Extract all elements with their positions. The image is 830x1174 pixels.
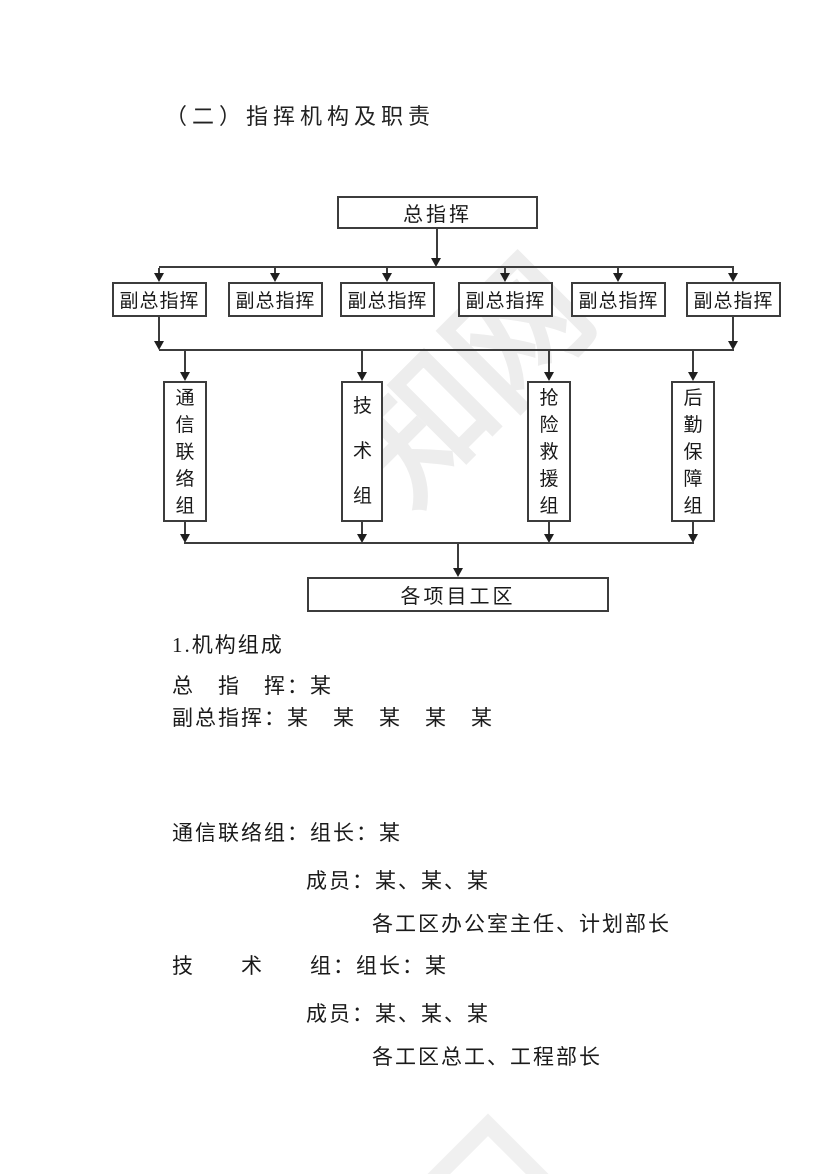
connector-line: [274, 268, 276, 274]
connector-line: [436, 228, 438, 259]
chart-box-group-technical: 技术组: [341, 381, 383, 522]
connector-line: [184, 522, 186, 535]
connector-line: [692, 522, 694, 535]
connector-line: [617, 268, 619, 274]
chart-box-group-rescue: 抢险救援组: [527, 381, 571, 522]
arrow-down-icon: [544, 534, 554, 543]
arrow-down-icon: [453, 568, 463, 577]
chart-box-deputy-1: 副总指挥: [112, 282, 207, 317]
arrow-down-icon: [180, 534, 190, 543]
chart-box-group-logistics: 后勤保障组: [671, 381, 715, 522]
connector-line: [361, 522, 363, 535]
arrow-down-icon: [688, 534, 698, 543]
chart-box-deputy-3: 副总指挥: [340, 282, 435, 317]
commander-assignment-line: 总 指 挥：某: [172, 674, 333, 698]
connector-line: [548, 522, 550, 535]
connector-rail-1: [159, 266, 734, 268]
communication-group-members-line: 成员：某、某、某: [306, 869, 490, 893]
chart-box-deputy-6: 副总指挥: [686, 282, 781, 317]
connector-rail-3: [184, 542, 694, 544]
chart-box-group-communication: 通信联络组: [163, 381, 207, 522]
section-title: （二）指挥机构及职责: [165, 104, 436, 129]
technical-group-members-line: 成员：某、某、某: [306, 1002, 490, 1026]
arrow-down-icon: [728, 341, 738, 350]
arrow-down-icon: [154, 273, 164, 282]
connector-line: [158, 268, 160, 274]
subsection-heading: 1.机构组成: [172, 633, 284, 657]
communication-group-members-line-2: 各工区办公室主任、计划部长: [372, 912, 671, 936]
chart-box-deputy-5: 副总指挥: [571, 282, 666, 317]
connector-line: [158, 317, 160, 342]
deputy-assignment-line: 副总指挥：某 某 某 某 某: [172, 706, 494, 730]
connector-line: [548, 351, 550, 373]
arrow-down-icon: [688, 372, 698, 381]
connector-line: [361, 351, 363, 373]
arrow-down-icon: [357, 534, 367, 543]
arrow-down-icon: [382, 273, 392, 282]
connector-line: [732, 268, 734, 274]
connector-line: [692, 351, 694, 373]
arrow-down-icon: [500, 273, 510, 282]
communication-group-leader-line: 通信联络组：组长：某: [172, 821, 402, 845]
chart-box-deputy-2: 副总指挥: [228, 282, 323, 317]
arrow-down-icon: [613, 273, 623, 282]
technical-group-leader-line: 技 术 组：组长：某: [172, 954, 448, 978]
technical-group-members-line-2: 各工区总工、工程部长: [372, 1045, 602, 1069]
connector-line: [457, 544, 459, 569]
chart-box-work-areas: 各项目工区: [307, 577, 609, 612]
connector-line: [184, 351, 186, 373]
arrow-down-icon: [180, 372, 190, 381]
watermark-diamond-icon: [380, 1113, 596, 1174]
arrow-down-icon: [270, 273, 280, 282]
connector-line: [504, 268, 506, 274]
connector-rail-2: [159, 349, 734, 351]
arrow-down-icon: [357, 372, 367, 381]
arrow-down-icon: [728, 273, 738, 282]
chart-box-deputy-4: 副总指挥: [458, 282, 553, 317]
arrow-down-icon: [154, 341, 164, 350]
arrow-down-icon: [544, 372, 554, 381]
arrow-down-icon: [431, 258, 441, 267]
connector-line: [386, 268, 388, 274]
connector-line: [732, 317, 734, 342]
chart-box-commander: 总指挥: [337, 196, 538, 229]
